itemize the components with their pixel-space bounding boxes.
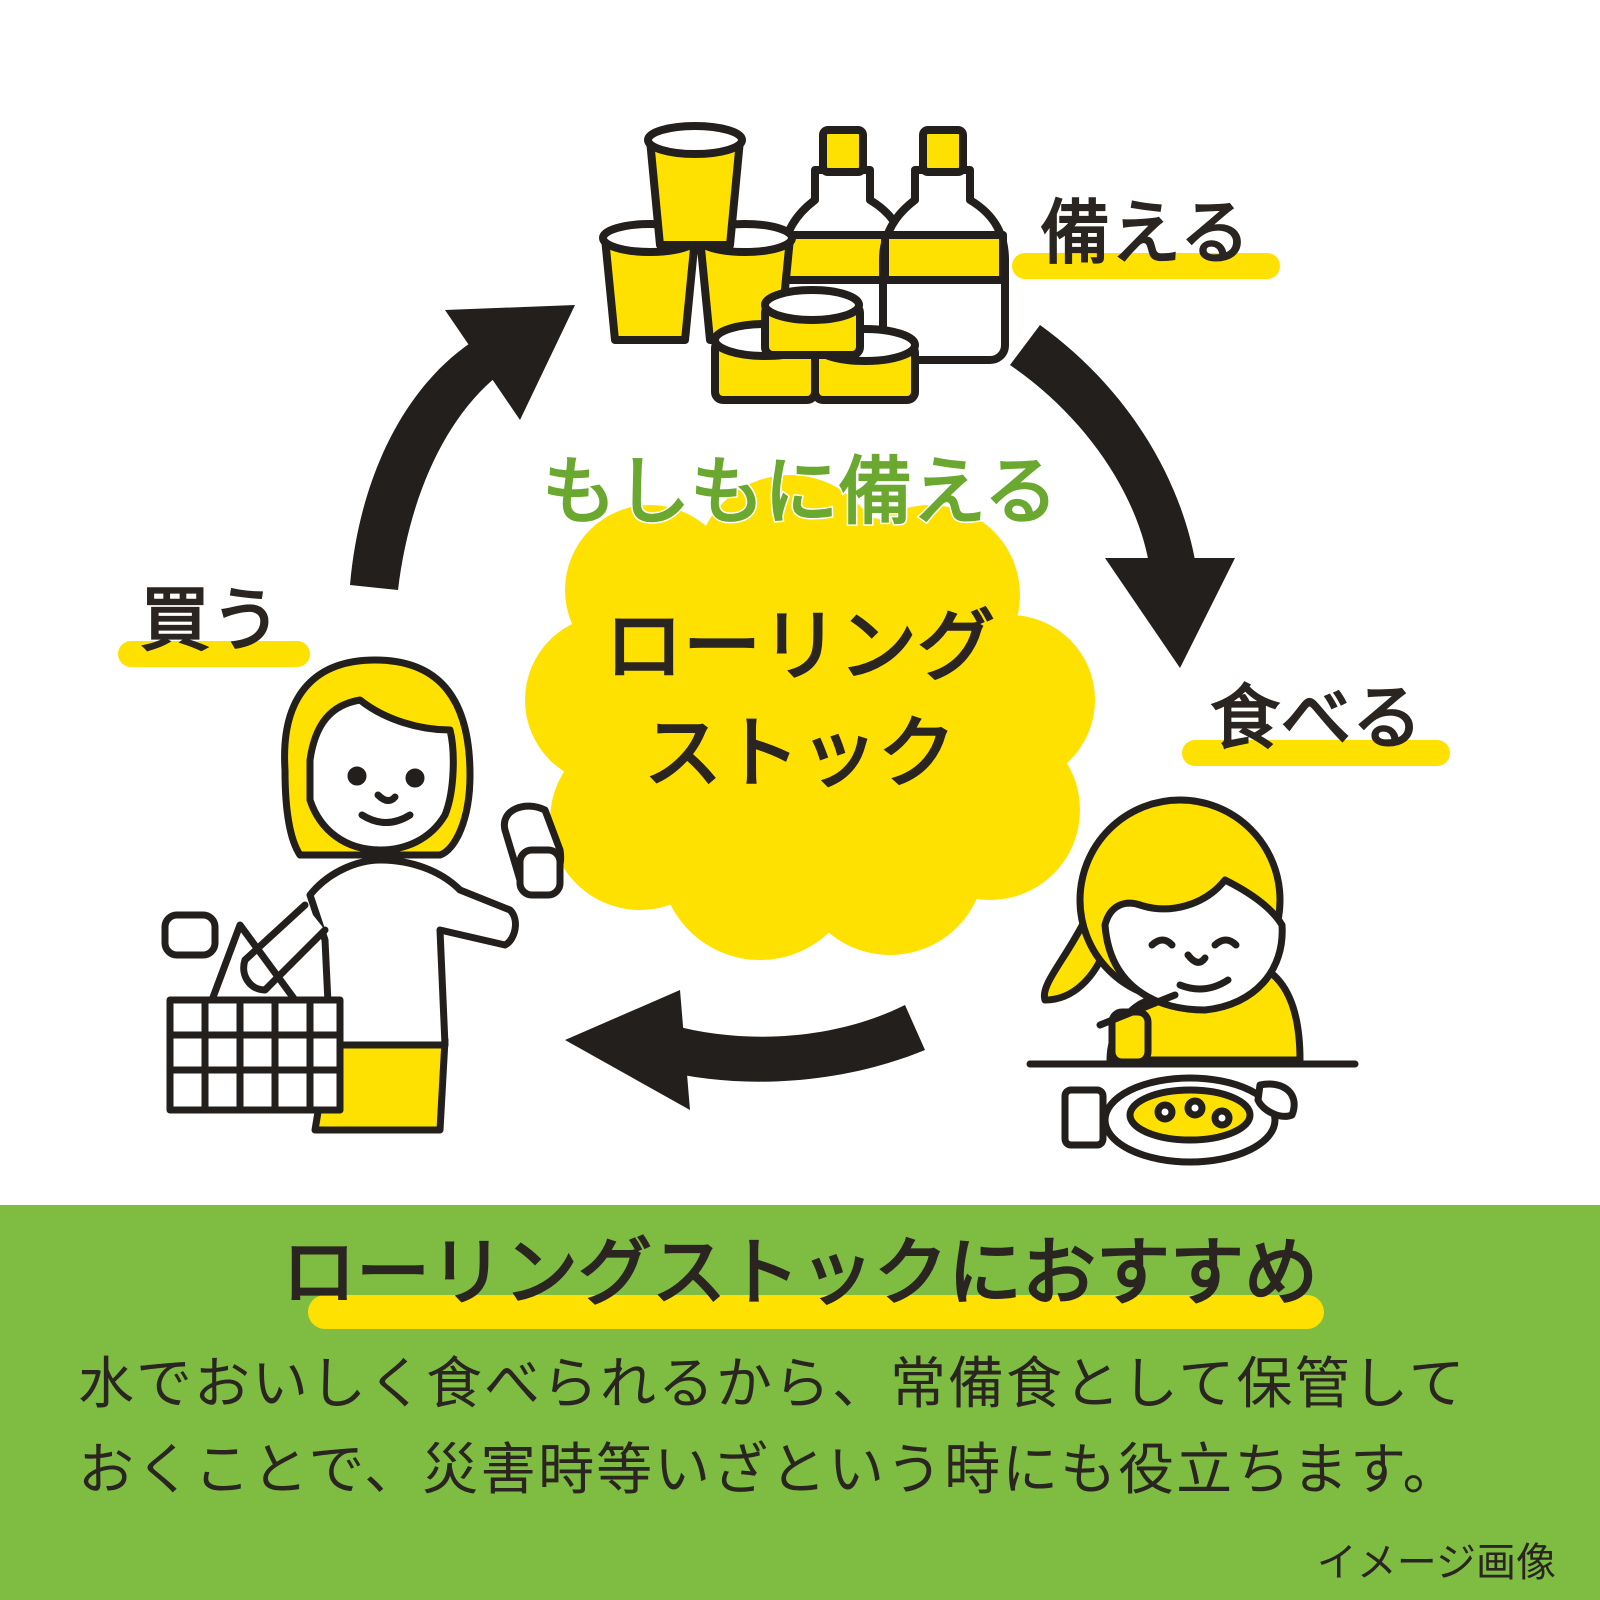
shopper-with-basket-illustration [161,656,565,1134]
recommendation-text-line2: おくことで、災害時等いざという時にも役立ちます。 [78,1438,1461,1503]
heading-highlight-bar [308,1295,1324,1329]
label-highlight-eat [1182,740,1450,766]
label-eat: 食べる [1210,677,1423,759]
cycle-arrow-icon-top-right [1010,325,1235,668]
label-prepare: 備える [1040,192,1251,274]
label-highlight-buy [118,641,310,667]
child-eating-illustration [1026,796,1359,1166]
label-buy: 買う [140,579,282,661]
cycle-arrow-icon-top-left [350,305,575,590]
center-title-line1: ローリング [604,602,995,692]
recommendation-panel: ローリングストックにおすすめ 水でおいしく食べられるから、常備食として保管して … [0,1205,1600,1600]
image-caption: イメージ画像 [1316,1540,1556,1586]
emergency-food-stock-illustration [599,122,1009,404]
center-cloud-shape [525,475,1095,960]
center-tag-title: もしもに備える [541,449,1060,535]
recommendation-text-line1: 水でおいしく食べられるから、常備食として保管して [78,1352,1467,1417]
cycle-arrow-icon-bottom [565,990,925,1110]
label-highlight-prepare [1012,253,1280,279]
recommendation-heading: ローリングストックにおすすめ [282,1230,1318,1316]
rolling-stock-cycle-diagram: 備える 食べる 買う もしもに備える ローリング ストック [118,122,1450,1166]
diagram-artwork [161,122,1359,1166]
center-title-line2: ストック [643,709,956,799]
